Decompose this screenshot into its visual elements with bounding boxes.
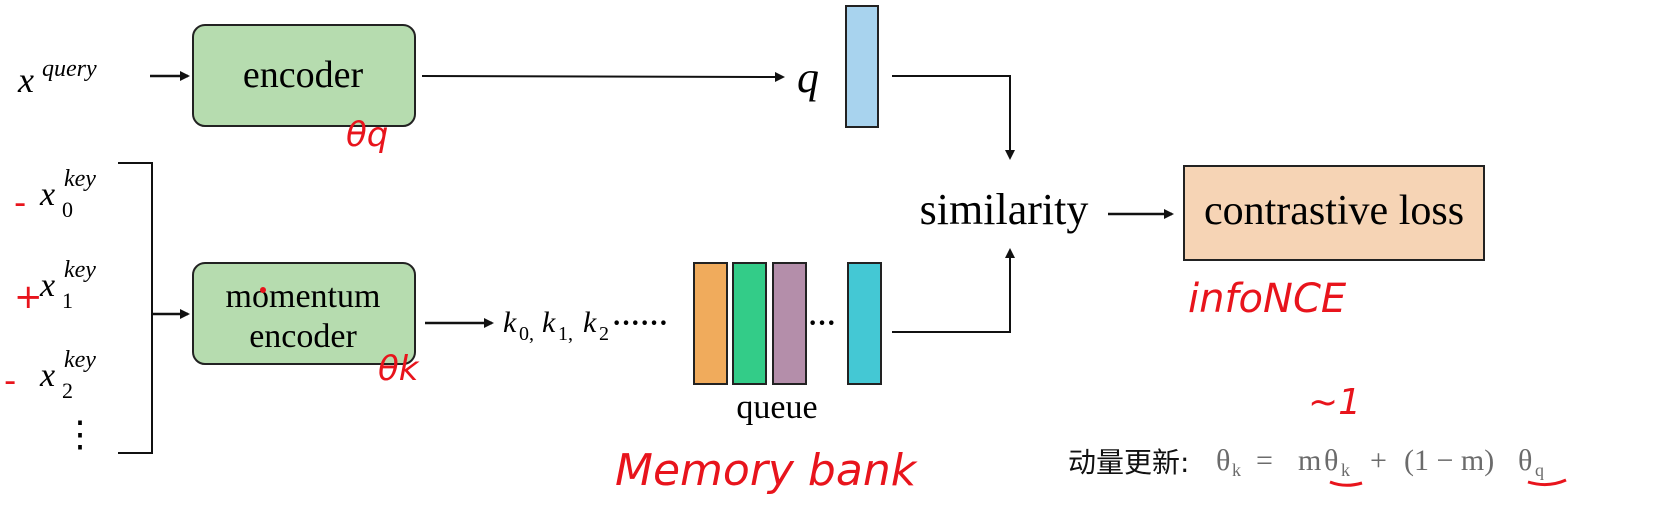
svg-text:x: x [39, 357, 55, 394]
x-query-base: x [17, 60, 34, 100]
svg-text:x: x [39, 267, 55, 304]
arrow-q-to-similarity [892, 75, 1015, 160]
svg-text:0,: 0, [519, 323, 534, 345]
svg-text:1: 1 [62, 288, 73, 313]
q-label: q [797, 53, 819, 102]
svg-text:x: x [39, 176, 55, 213]
queue-bar-1 [693, 262, 728, 385]
contrastive-loss-label: contrastive loss [1204, 188, 1464, 234]
x-query-label: x query [17, 56, 97, 100]
handwritten-annotations: θq θk - + - infoNCE Memory bank ~1 [4, 115, 1361, 496]
annotation-underline-k [1329, 480, 1363, 487]
key-sequence: k 0, k 1, k 2 ······ [503, 306, 668, 345]
svg-text:k: k [1341, 460, 1350, 480]
annotation-theta-q: θq [346, 115, 388, 155]
svg-text:2: 2 [599, 323, 609, 345]
svg-text:key: key [64, 166, 96, 192]
encoder-box [192, 24, 416, 127]
arrow-encoder-to-q [421, 71, 785, 82]
svg-text:q: q [1535, 460, 1544, 480]
annotation-underline-q [1527, 478, 1567, 487]
key-bracket [118, 162, 153, 454]
svg-text:m: m [1298, 444, 1321, 477]
svg-text:······: ······ [612, 308, 668, 339]
similarity-label: similarity [920, 185, 1089, 234]
x-key-1: x key 1 [39, 257, 96, 313]
svg-text:k: k [503, 306, 517, 339]
svg-text:k: k [583, 306, 597, 339]
momentum-update-formula: 动量更新: θ k = m θ k + (1 − m) θ q [1068, 444, 1544, 480]
encoder-label: encoder [243, 54, 364, 96]
x-key-0: x key 0 [39, 166, 96, 222]
annotation-plus-1: + [14, 277, 43, 317]
momentum-encoder-line1: momentum [226, 278, 381, 315]
svg-text:θ: θ [1324, 444, 1338, 477]
svg-text:0: 0 [62, 197, 73, 222]
q-vector-bar [845, 5, 879, 128]
x-query-sup: query [42, 56, 97, 82]
annotation-memory-bank: Memory bank [615, 445, 918, 496]
vertical-dots: ⋮ [62, 414, 98, 454]
annotation-minus-2: - [4, 361, 16, 401]
svg-text:key: key [64, 257, 96, 283]
svg-text:θ: θ [1518, 444, 1532, 477]
annotation-infonce: infoNCE [1188, 276, 1347, 322]
svg-text:key: key [64, 347, 96, 373]
svg-text:(1 − m): (1 − m) [1404, 444, 1494, 477]
queue-dots: ··· [808, 308, 836, 339]
queue-bar-3 [772, 262, 807, 385]
queue-bar-2 [732, 262, 767, 385]
svg-text:2: 2 [62, 378, 73, 403]
formula-cn-label: 动量更新: [1068, 446, 1189, 479]
queue-label: queue [736, 389, 817, 426]
annotation-tilde-one: ~1 [1308, 382, 1361, 423]
annotation-minus-0: - [14, 183, 26, 223]
annotation-theta-k: θk [378, 349, 420, 389]
annotation-dot [260, 287, 266, 293]
arrow-queue-to-similarity [892, 248, 1015, 333]
x-key-2: x key 2 [39, 347, 96, 403]
momentum-encoder-box [192, 262, 416, 365]
svg-text:k: k [542, 306, 556, 339]
svg-text:θ: θ [1216, 444, 1230, 477]
svg-text:1,: 1, [558, 323, 573, 345]
contrastive-loss-box [1183, 165, 1485, 261]
svg-text:k: k [1232, 460, 1241, 480]
momentum-encoder-line2: encoder [249, 318, 357, 355]
svg-text:+: + [1370, 444, 1387, 477]
queue-bar-4 [847, 262, 882, 385]
svg-text:=: = [1256, 444, 1273, 477]
